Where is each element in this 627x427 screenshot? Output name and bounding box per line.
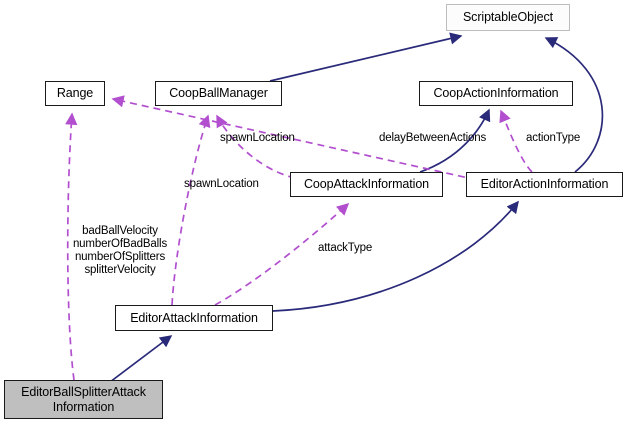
edge-label-ballsplitter-fields: badBallVelocity numberOfBadBalls numberO… (72, 225, 168, 276)
node-range[interactable]: Range (45, 81, 105, 106)
node-scriptableobject[interactable]: ScriptableObject (446, 4, 570, 31)
edge-label-delaybetweenactions: delayBetweenActions (379, 132, 487, 144)
node-coopactioninformation[interactable]: CoopActionInformation (419, 81, 573, 106)
edge-editorattackinformation-uses-coopattackinformation (214, 202, 350, 306)
edge-editoractioninformation-inherits-scriptableobject (544, 37, 604, 173)
node-coopattackinformation[interactable]: CoopAttackInformation (290, 172, 443, 197)
node-coopballmanager[interactable]: CoopBallManager (155, 81, 282, 106)
edge-label-attacktype: attackType (318, 242, 373, 254)
node-editorattackinformation[interactable]: EditorAttackInformation (115, 305, 273, 331)
edge-editorballsplitterattackinformation-uses-range (65, 112, 78, 381)
node-editoractioninformation[interactable]: EditorActionInformation (466, 172, 623, 197)
edge-editoractioninformation-uses-coopactioninformation (499, 109, 533, 173)
edge-editorballsplitterattackinformation-inherits-editorattackinformation (109, 335, 173, 383)
edge-coopattackinformation-uses-coopballmanager (216, 114, 296, 179)
edge-editoractioninformation-uses-range (111, 95, 501, 186)
edge-label-actiontype: actionType (526, 132, 581, 144)
edge-coopattackinformation-inherits-coopactioninformation (419, 108, 491, 173)
edge-editorattackinformation-inherits-editoractioninformation (272, 200, 519, 312)
edge-label-spawnlocation-top: spawnLocation (220, 132, 295, 144)
edge-label-spawnlocation-mid: spawnLocation (184, 178, 259, 190)
edge-coopballmanager-inherits-scriptableobject (269, 32, 463, 82)
node-editorballsplitterattackinformation[interactable]: EditorBallSplitterAttack Information (4, 380, 163, 419)
edge-editorattackinformation-uses-coopballmanager (171, 114, 211, 306)
